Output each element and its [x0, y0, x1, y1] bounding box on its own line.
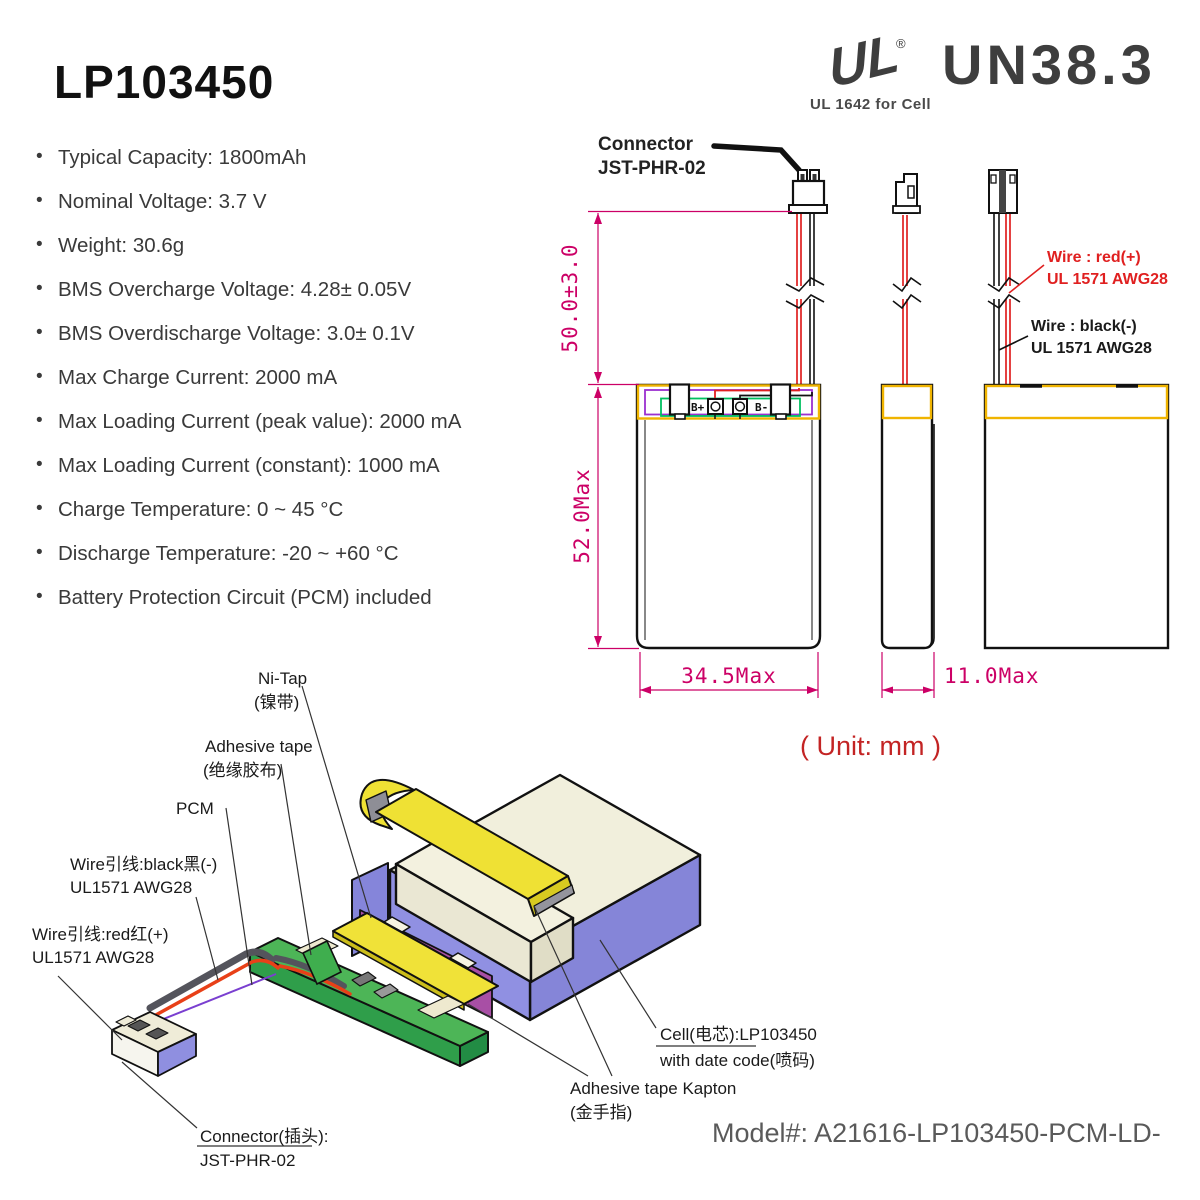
ul-certification-logo: UL ® — [800, 22, 930, 123]
adhesive-tape-label-line1: Adhesive tape — [205, 737, 313, 756]
connector-callout-line2: JST-PHR-02 — [598, 158, 706, 179]
connector-label-line1: Connector(插头): — [200, 1127, 328, 1146]
spec-item: Nominal Voltage: 3.7 V — [36, 190, 596, 214]
dim-wire-length: 50.0±3.0 — [558, 243, 582, 352]
kapton-top-tape — [359, 778, 575, 917]
spec-item: Weight: 30.6g — [36, 234, 596, 258]
spec-list: Typical Capacity: 1800mAh Nominal Voltag… — [36, 146, 596, 630]
dim-body-height: 52.0Max — [570, 468, 594, 564]
kapton-label-line2: (金手指) — [570, 1103, 632, 1122]
spec-item: Charge Temperature: 0 ~ 45 °C — [36, 498, 596, 522]
ni-tap-label-line2: (镍带) — [254, 693, 299, 712]
dim-body-width: 34.5Max — [681, 664, 777, 688]
black-wire-3d — [146, 948, 276, 1012]
spec-item: Max Loading Current (constant): 1000 mA — [36, 454, 596, 478]
connector-3d — [111, 1011, 197, 1077]
page-title: LP103450 — [54, 56, 275, 108]
terminal-negative-label: B- — [755, 401, 768, 414]
cell-label-line1: Cell(电芯):LP103450 — [660, 1025, 817, 1044]
registered-trademark-icon: ® — [896, 36, 906, 51]
ni-tab-negative — [769, 383, 792, 416]
red-wire-leader — [1008, 264, 1045, 294]
dim-body-thickness: 11.0Max — [944, 664, 1040, 688]
insulation-tape — [301, 939, 343, 986]
black-wire-leader — [998, 335, 1029, 351]
adhesive-tape-label-line2: (绝缘胶布) — [203, 761, 282, 780]
ni-tab-positive — [668, 383, 691, 416]
wire-black-label-line1: Wire : black(-) — [1031, 318, 1137, 335]
leader-lines — [57, 685, 756, 1147]
ul-logo-icon: UL — [825, 22, 903, 100]
wire-black-label-line1: Wire引线:black黑(-) — [70, 855, 217, 874]
connector-label-line2: JST-PHR-02 — [200, 1151, 295, 1170]
terminal-positive-label: B+ — [691, 401, 705, 414]
side-view — [880, 173, 935, 650]
wire-black-label-line2: UL1571 AWG28 — [70, 878, 192, 897]
dimension-arrows — [594, 213, 934, 694]
spec-item: Discharge Temperature: -20 ~ +60 °C — [36, 542, 596, 566]
pcm-component — [707, 398, 724, 415]
kapton-label-line1: Adhesive tape Kapton — [570, 1079, 736, 1098]
isometric-view: Ni-Tap (镍带) Adhesive tape (绝缘胶布) PCM Wir… — [32, 669, 817, 1170]
pcm-label: PCM — [176, 799, 214, 818]
connector-front — [788, 169, 828, 214]
connector-side — [892, 173, 921, 214]
ni-tap-label-line1: Ni-Tap — [258, 669, 307, 688]
battery-outline-side — [880, 383, 934, 650]
connector-callout-arrow — [711, 143, 802, 173]
back-view: Wire : red(+) UL 1571 AWG28 Wire : black… — [983, 169, 1170, 650]
cell-label-line2: with date code(喷码) — [659, 1051, 815, 1070]
model-number: Model#: A21616-LP103450-PCM-LD- — [712, 1118, 1161, 1148]
spec-item: Max Loading Current (peak value): 2000 m… — [36, 410, 596, 434]
red-wire-3d — [152, 958, 280, 1018]
spec-item: Battery Protection Circuit (PCM) include… — [36, 586, 596, 610]
kapton-front-strip — [332, 912, 499, 1011]
spec-item: BMS Overcharge Voltage: 4.28± 0.05V — [36, 278, 596, 302]
battery-outline — [635, 383, 822, 650]
wire-black-label-line2: UL 1571 AWG28 — [1031, 340, 1152, 357]
connector-callout-line1: Connector — [598, 134, 694, 155]
ul-certification-text: UL 1642 for Cell — [810, 96, 932, 113]
spec-item: Typical Capacity: 1800mAh — [36, 146, 596, 170]
pcb-frame — [660, 397, 801, 417]
isometric-labels: Ni-Tap (镍带) Adhesive tape (绝缘胶布) PCM Wir… — [32, 669, 817, 1170]
wire-red-label-line1: Wire : red(+) — [1047, 249, 1141, 266]
spec-item: Max Charge Current: 2000 mA — [36, 366, 596, 390]
dimension-lines — [588, 210, 935, 698]
wire-red-label-line2: UL1571 AWG28 — [32, 948, 154, 967]
front-view: B+ B- — [635, 169, 828, 650]
wire-red-label-line1: Wire引线:red红(+) — [32, 925, 168, 944]
connector-back — [988, 169, 1018, 214]
unit-note: ( Unit: mm ) — [800, 731, 941, 761]
wire-red-label-line2: UL 1571 AWG28 — [1047, 271, 1168, 288]
battery-outline-back — [983, 383, 1170, 650]
top-tape-band — [636, 384, 821, 420]
technical-drawing: Connector JST-PHR-02 — [558, 134, 1170, 698]
un383-certification-text: UN38.3 — [942, 33, 1156, 96]
spec-item: BMS Overdischarge Voltage: 3.0± 0.1V — [36, 322, 596, 346]
